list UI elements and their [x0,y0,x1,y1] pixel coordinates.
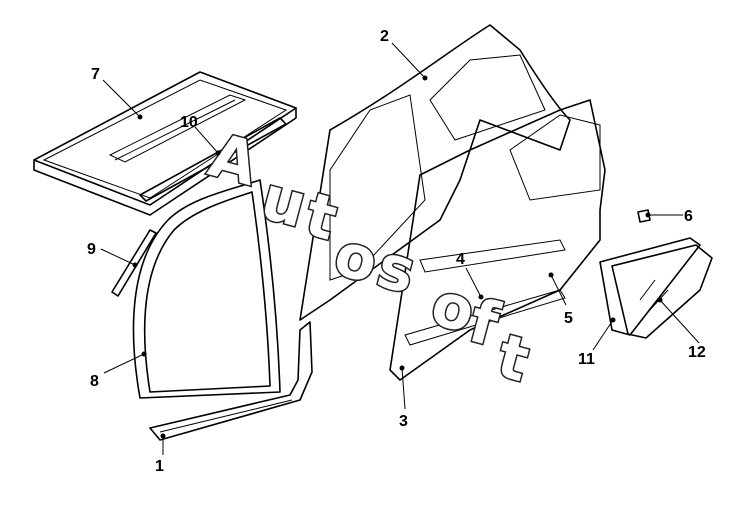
watermark-letter: t [490,321,536,396]
quarter-glass [611,244,713,339]
rear-body-side-panel [389,99,606,381]
part-label-4: 4 [456,251,465,268]
watermark-letter: A [202,120,266,200]
part-label-1: 1 [155,458,164,475]
part-label-11: 11 [578,351,595,368]
watermark: A u t o s o f t [200,119,537,398]
part-label-3: 3 [399,413,408,430]
part-label-10: 10 [180,114,198,131]
leader-lines [100,42,700,455]
sill-plate [149,321,313,441]
part-label-12: 12 [688,344,706,361]
roof-panel [33,71,297,216]
front-body-side-panel [299,24,571,321]
part-label-2: 2 [380,28,389,45]
part-label-8: 8 [90,373,99,390]
window-seal [599,237,701,336]
part-label-6: 6 [684,208,693,225]
small-clip [637,209,651,223]
door-seal [132,179,281,399]
roof-rail-strip [139,117,287,202]
part-label-9: 9 [87,241,96,258]
pillar-trim-strip [111,229,157,297]
part-label-7: 7 [91,66,100,83]
part-label-5: 5 [564,310,573,327]
